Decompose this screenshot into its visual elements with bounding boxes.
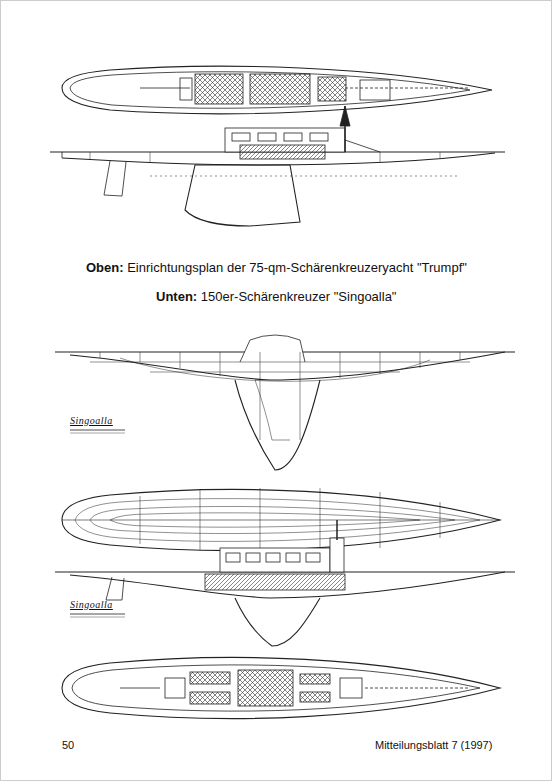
caption-line: Unten: 150er-Schärenkreuzer "Singoalla" — [156, 289, 396, 304]
spacer — [197, 289, 201, 304]
spacer — [124, 260, 128, 275]
caption-line: Oben: Einrichtungsplan der 75-qm-Schären… — [86, 260, 467, 275]
caption-text: 150er-Schärenkreuzer "Singoalla" — [201, 289, 397, 304]
caption-lead: Unten: — [156, 289, 197, 304]
caption-text: Einrichtungsplan der 75-qm-Schärenkreuze… — [127, 260, 467, 275]
caption-lead: Oben: — [86, 260, 124, 275]
publication-name: Mitteilungsblatt 7 (1997) — [375, 739, 492, 751]
drawing-label: Singoalla — [70, 599, 113, 610]
drawing-label: Singoalla — [70, 415, 113, 426]
page-number: 50 — [62, 739, 74, 751]
